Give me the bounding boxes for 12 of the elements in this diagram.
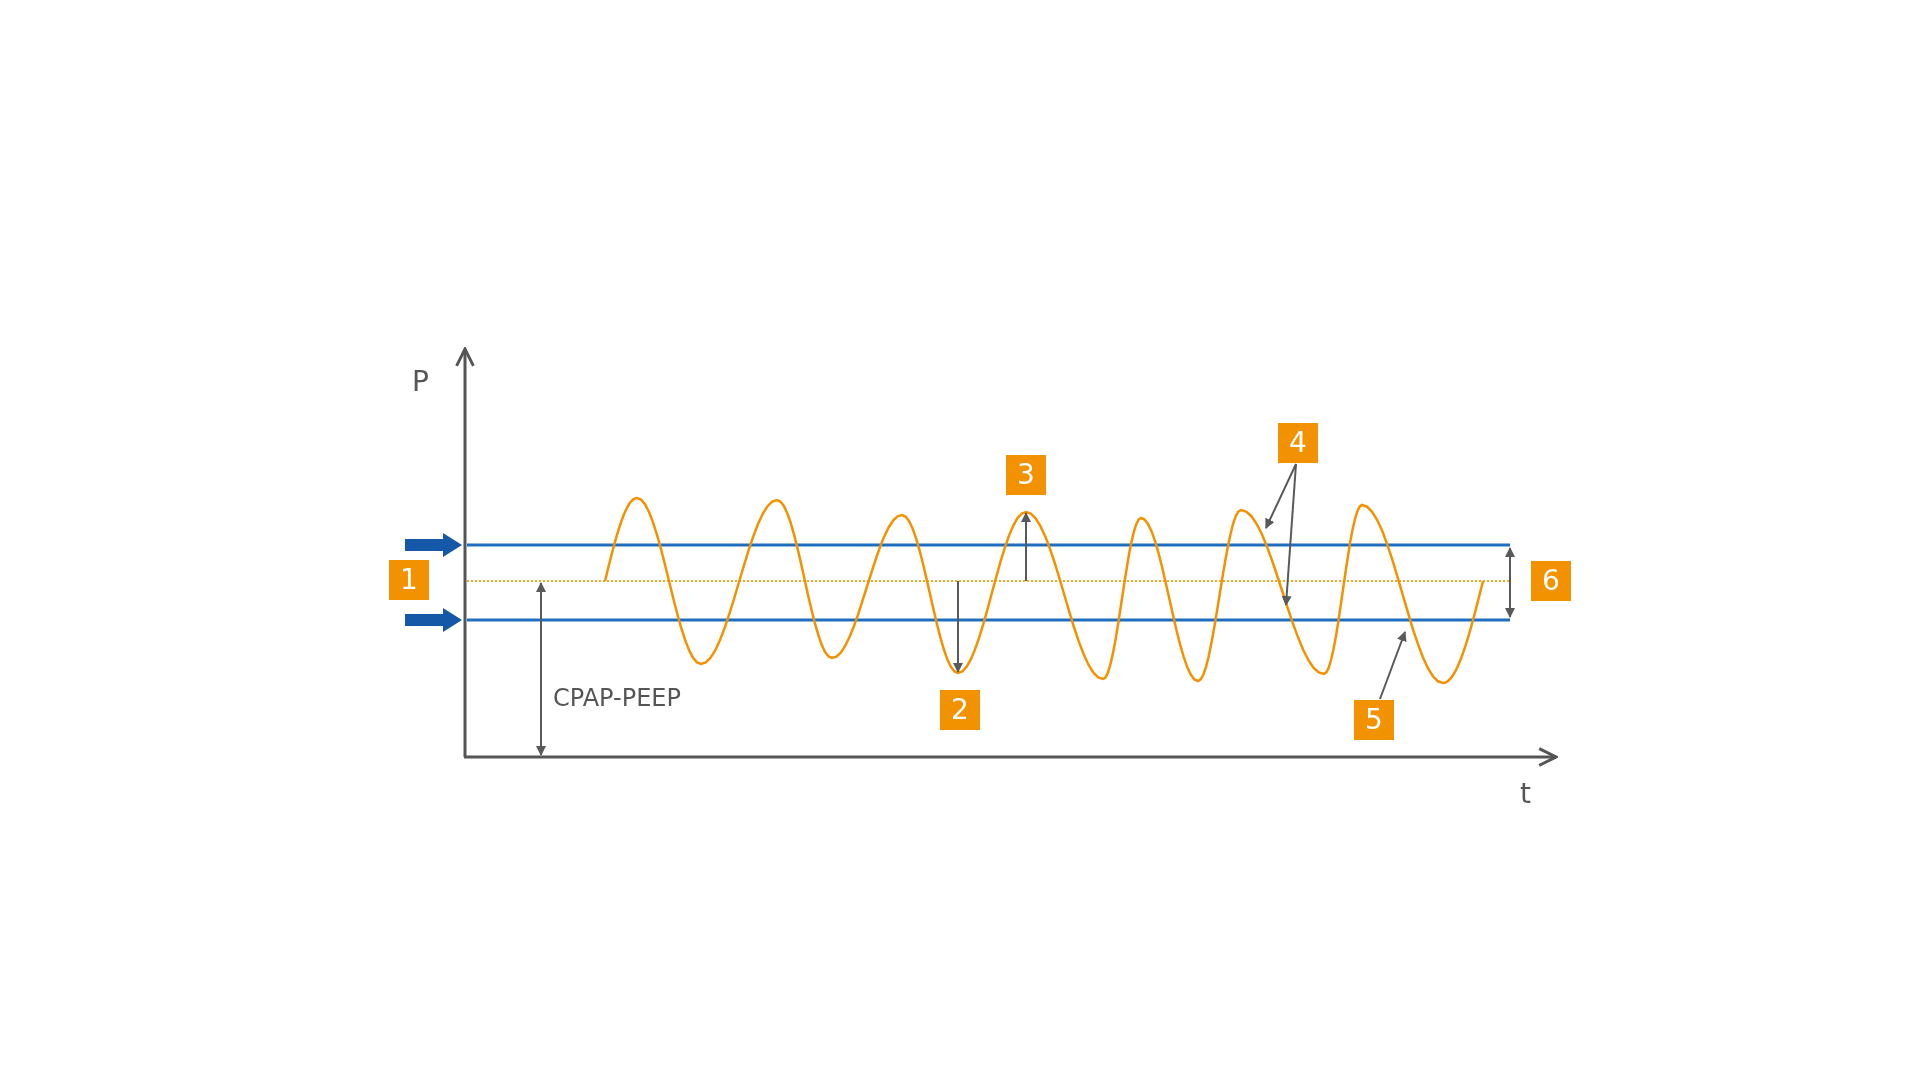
leader-line — [1281, 463, 1297, 606]
callout-number: 5 — [1354, 700, 1394, 740]
dimension-label: CPAP-PEEP — [553, 686, 681, 710]
callout-number: 2 — [940, 690, 980, 730]
axis-label: t — [1520, 780, 1531, 808]
callout-number: 4 — [1278, 423, 1318, 463]
callout-number: 3 — [1006, 455, 1046, 495]
callout-number: 6 — [1531, 561, 1571, 601]
leader-line — [1265, 463, 1297, 529]
axis-label: P — [412, 368, 429, 396]
leader-line — [1379, 631, 1407, 700]
callout-number: 1 — [389, 560, 429, 600]
